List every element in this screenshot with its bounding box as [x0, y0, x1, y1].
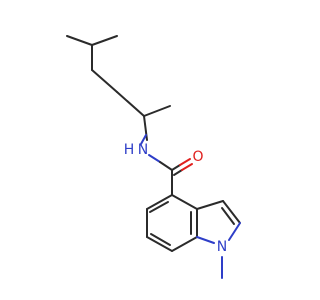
bond-c3a-c4: [171, 194, 198, 210]
bond-c7-c7a: [171, 236, 198, 252]
bond-carbonyl-o-a: [171, 164, 181, 171]
bond-c4-c5ring: [146, 194, 173, 210]
bond-n-c6: [140, 134, 147, 145]
carbonyl-o-label: O: [192, 149, 203, 165]
bond-c3-c2-inner: [221, 207, 235, 225]
bond-c4-c5: [91, 69, 118, 93]
bond-carbonyl-o-b: [179, 158, 191, 166]
molecule-structure: N H O N: [66, 35, 241, 279]
bond-carbonyl-o-d: [181, 163, 193, 171]
bond-c1-c2: [66, 35, 93, 46]
bond-c3-c2: [222, 200, 241, 224]
bond-c2-n1: [228, 222, 241, 241]
bond-c6-methyl: [143, 105, 171, 117]
bond-c5-c6: [116, 91, 145, 117]
bond-n-carbonyl-a: [148, 154, 161, 163]
bond-carbonyl-o-c: [173, 169, 183, 176]
amide-h-label: H: [124, 142, 135, 158]
bond-c2-c3: [91, 35, 118, 46]
bond-c6-c7ring: [146, 236, 173, 252]
bond-n-carbonyl-b: [159, 161, 173, 171]
bond-c3a-c3: [196, 200, 224, 210]
indole-n-label: N: [217, 239, 227, 255]
bond-n1-c7a: [196, 236, 215, 244]
amide-n-label: N: [138, 142, 148, 158]
bond-c4-c5ring-inner: [149, 201, 169, 213]
bond-c6-c7ring-inner: [150, 233, 171, 246]
